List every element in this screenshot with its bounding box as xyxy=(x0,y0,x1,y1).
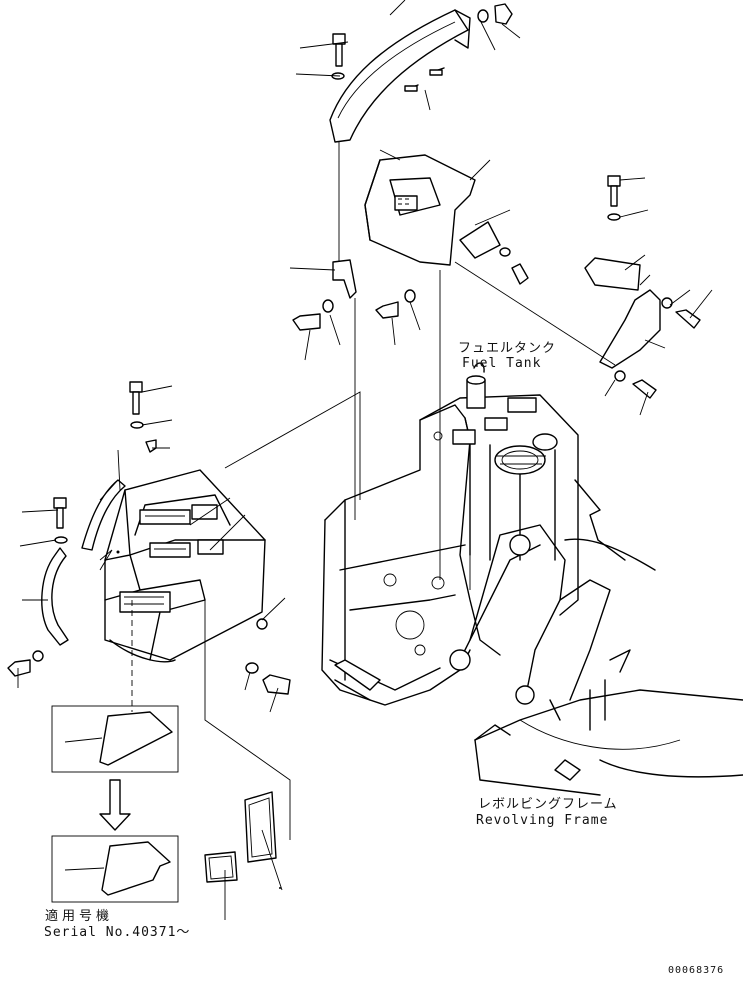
right-side-cover xyxy=(599,289,661,369)
fuel-tank-label-en: Fuel Tank xyxy=(462,356,542,371)
assembly-line-4 xyxy=(454,261,616,366)
revolving-frame-boom-mount xyxy=(449,479,656,705)
inset-arrow xyxy=(99,779,131,831)
left-lower-fasteners xyxy=(7,618,291,695)
inset-box-before xyxy=(51,705,179,773)
top-curved-cover xyxy=(329,9,471,143)
fuel-tank-label-jp: フュエルタンク xyxy=(458,341,557,356)
top-right-nut xyxy=(494,3,513,25)
right-bolt xyxy=(607,175,621,207)
left-leader-lines xyxy=(17,385,361,713)
drawing-number: 00068376 xyxy=(668,965,725,976)
mid-center-washer xyxy=(404,289,416,303)
small-plate xyxy=(459,221,501,259)
grab-rail xyxy=(41,547,69,646)
right-side-bolt xyxy=(675,309,701,329)
top-bolt xyxy=(332,33,346,67)
fuel-tank-body xyxy=(419,362,579,616)
mid-left-washer xyxy=(322,299,334,313)
mid-center-bolt xyxy=(375,301,399,319)
revolving-frame-outline xyxy=(321,404,501,706)
plate-washer xyxy=(499,247,511,257)
serial-label-en: Serial No.40371～ xyxy=(44,925,191,940)
leader-lines xyxy=(289,0,713,416)
middle-top-cover xyxy=(364,154,476,266)
rubber-mats xyxy=(204,791,283,920)
revolving-frame-label-jp: レボルビングフレーム xyxy=(478,797,618,812)
lower-right-bolt xyxy=(632,379,657,399)
serial-label-jp: 適用号機 xyxy=(45,909,114,924)
right-block xyxy=(584,257,641,291)
inset-box-after xyxy=(51,835,179,903)
leader-to-mats xyxy=(204,600,291,840)
revolving-frame-counterweight xyxy=(474,649,743,796)
right-washer xyxy=(607,213,621,221)
revolving-frame-label-en: Revolving Frame xyxy=(476,813,609,828)
plate-bolt xyxy=(511,263,529,285)
mid-left-bolt xyxy=(292,313,321,331)
right-side-washer xyxy=(661,297,673,309)
step-toolbox xyxy=(104,469,266,663)
curved-handle-strip xyxy=(81,479,126,551)
top-right-washer xyxy=(477,9,489,23)
lower-right-washer xyxy=(614,370,626,382)
bracket xyxy=(332,259,357,299)
